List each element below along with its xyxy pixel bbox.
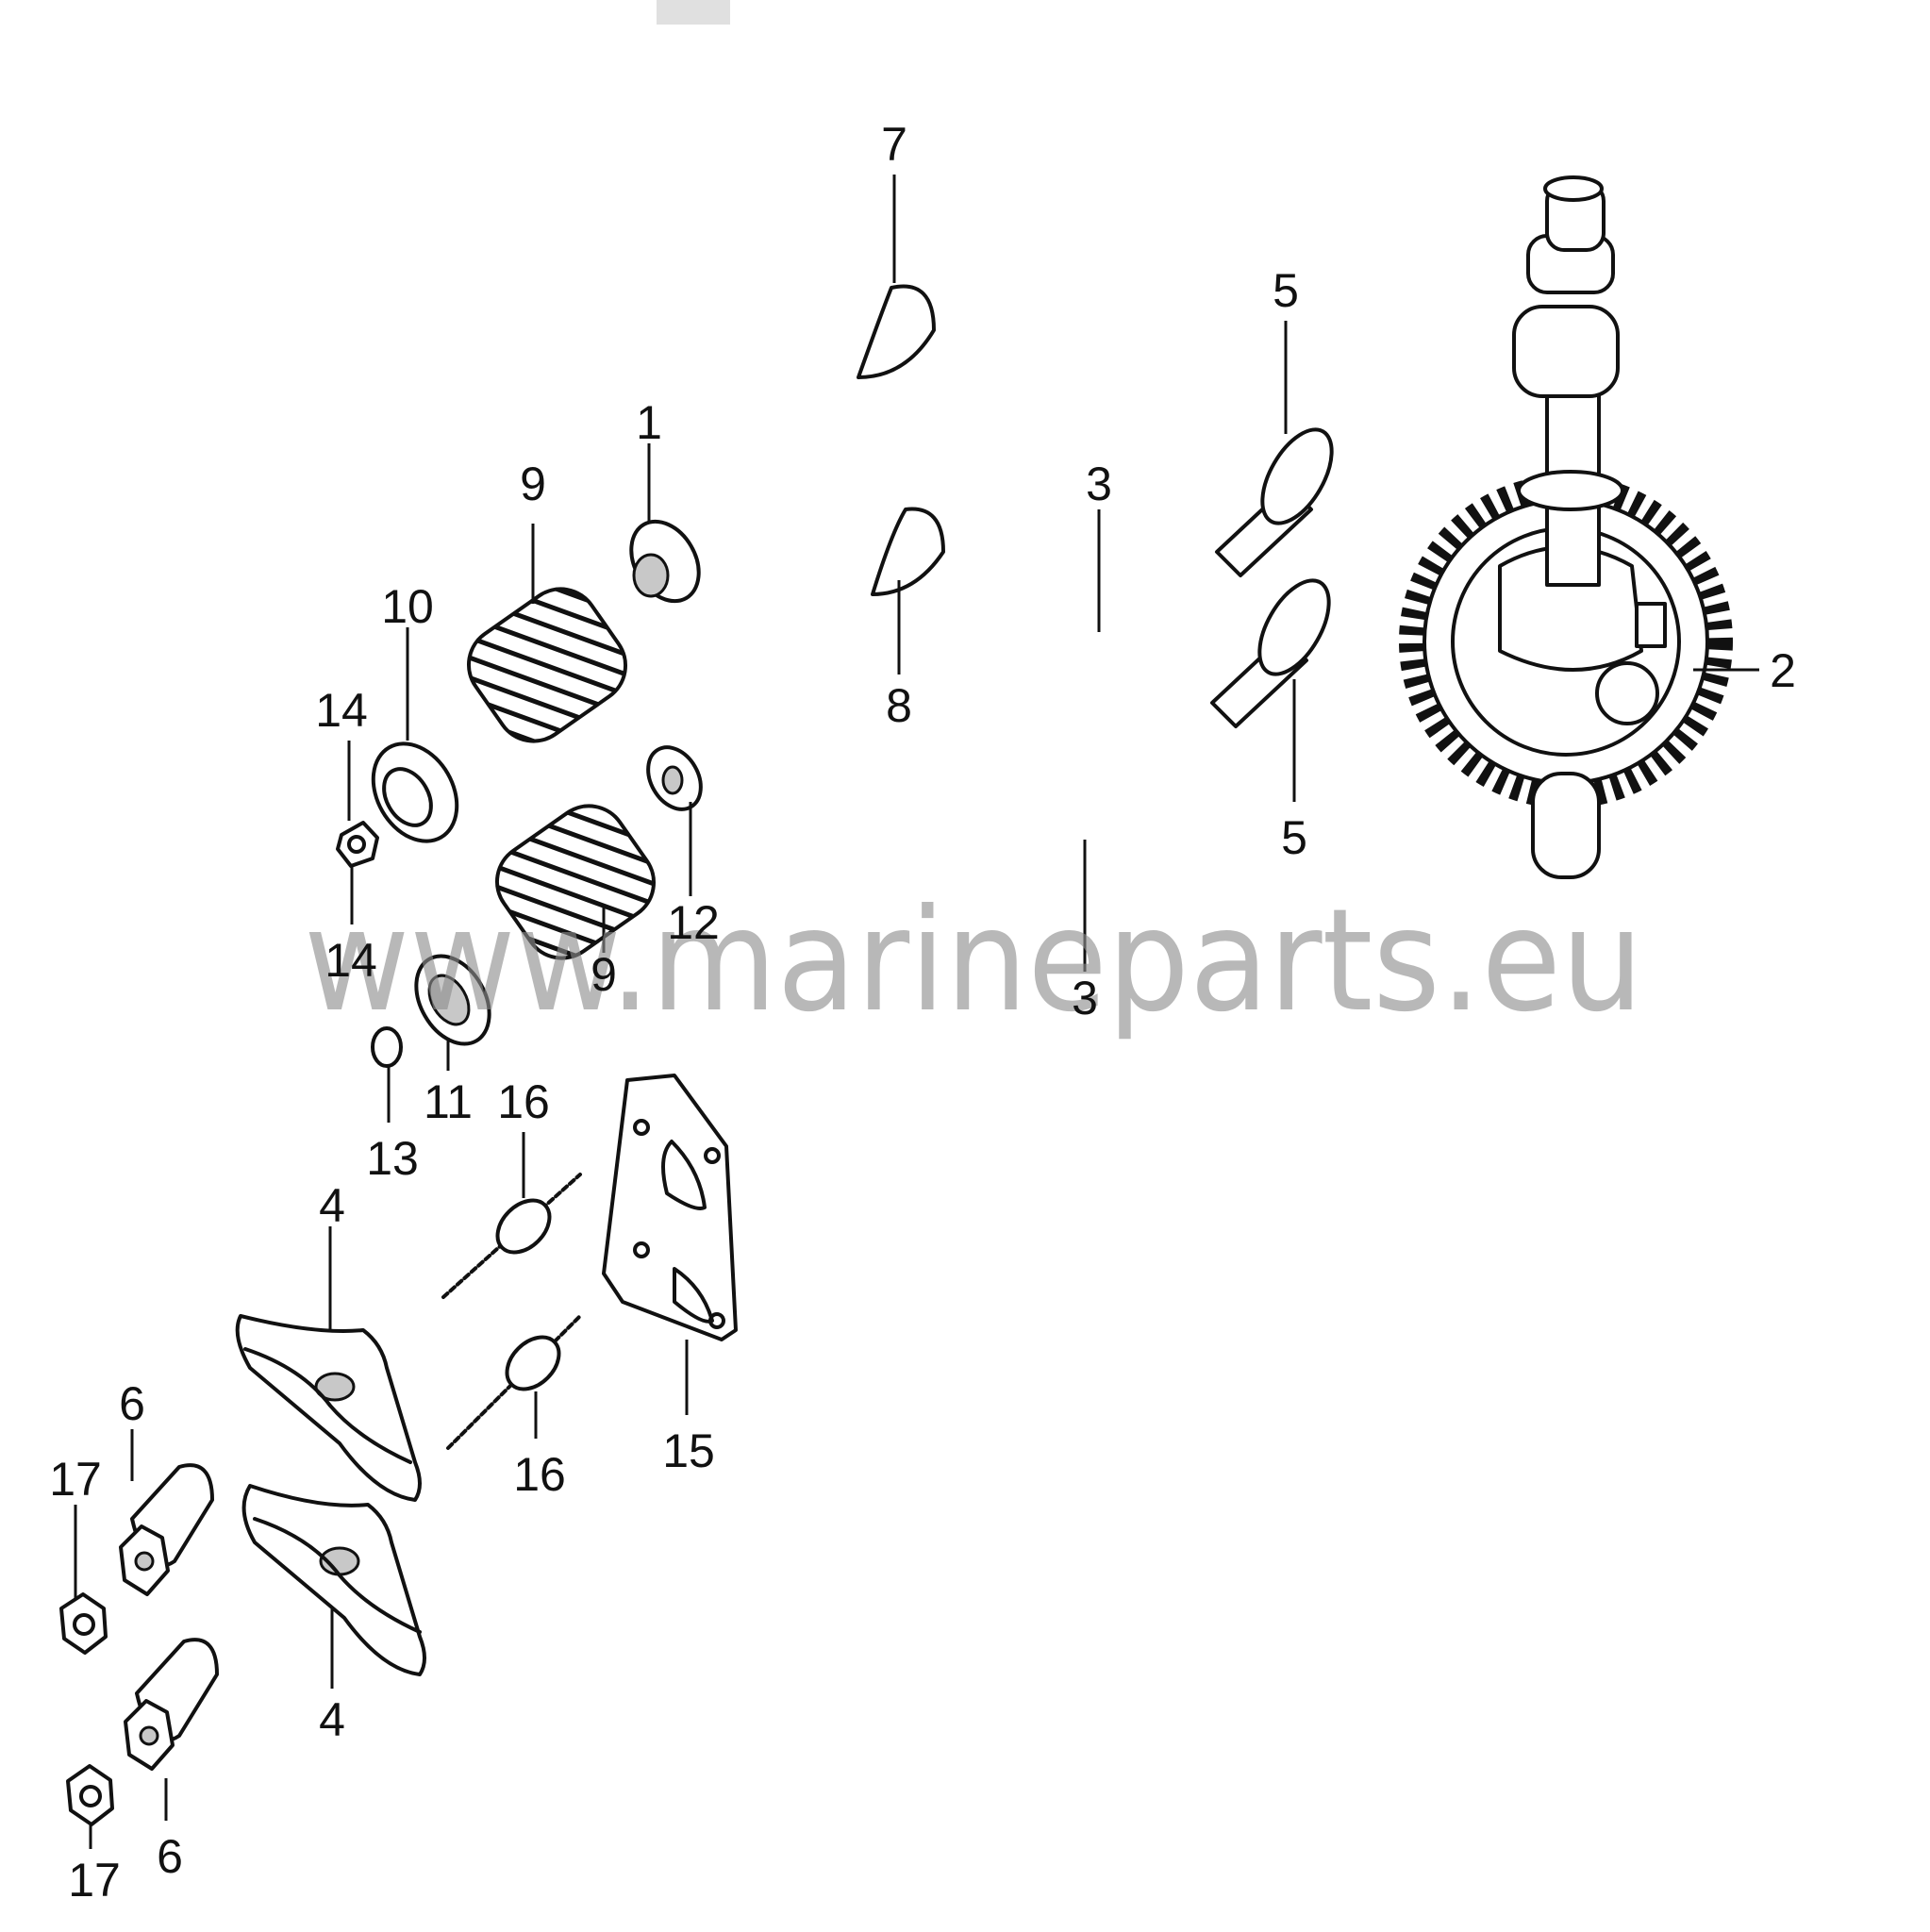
- lock-nut-upper: [59, 1592, 108, 1655]
- callout-4-upper: 4: [319, 1179, 345, 1232]
- camshaft-gear: [1399, 175, 1733, 879]
- callout-labels: 7 5 1 9 3 10 8 2 14 12 5 14 9 3 11 13 16…: [49, 118, 1796, 1907]
- cam-follower-lower: [1210, 578, 1331, 728]
- valve-spring-lower: [494, 804, 657, 960]
- callout-11: 11: [424, 1075, 473, 1128]
- callout-15: 15: [662, 1424, 715, 1477]
- callout-13: 13: [366, 1132, 419, 1185]
- callout-14-lower: 14: [324, 934, 377, 987]
- cam-follower-upper: [1215, 427, 1334, 577]
- valve-intake: [729, 507, 945, 724]
- callout-16-lower: 16: [513, 1448, 566, 1501]
- callout-2: 2: [1770, 644, 1796, 697]
- callout-9-lower: 9: [591, 948, 617, 1001]
- callout-12: 12: [667, 896, 720, 949]
- retainer-10: [371, 741, 459, 843]
- push-rod-guide-plate: [602, 1074, 738, 1341]
- nut-14: [336, 821, 379, 868]
- push-rod-upper: [769, 561, 1198, 986]
- callout-3-lower: 3: [1072, 972, 1098, 1024]
- pivot-nut-lower: [124, 1638, 219, 1771]
- pivot-nut-upper: [119, 1463, 214, 1596]
- callout-4-lower: 4: [319, 1693, 345, 1746]
- scan-artifact: [657, 0, 730, 25]
- valve-spring-upper: [466, 587, 628, 743]
- washer-12: [646, 745, 703, 811]
- callout-5-lower: 5: [1281, 811, 1307, 864]
- callout-5-upper: 5: [1273, 264, 1299, 317]
- spring-retainer-1: [629, 519, 701, 604]
- callout-6-lower: 6: [157, 1830, 183, 1883]
- callout-8: 8: [886, 679, 912, 732]
- callout-10: 10: [381, 580, 434, 633]
- lock-nut-lower: [66, 1764, 114, 1826]
- callout-16-upper: 16: [497, 1075, 550, 1128]
- callout-14-upper: 14: [315, 684, 368, 737]
- valve-exhaust: [710, 284, 936, 511]
- retainer-11: [414, 954, 491, 1046]
- clip-13: [371, 1026, 403, 1068]
- leader-lines: [74, 175, 1759, 1849]
- watermark-text: www.marineparts.eu: [304, 879, 1643, 1043]
- callout-6-upper: 6: [119, 1377, 145, 1430]
- callout-7: 7: [881, 118, 907, 171]
- callout-1: 1: [636, 396, 662, 449]
- stud-lower: [446, 1314, 582, 1450]
- callout-9-upper: 9: [520, 458, 546, 510]
- callout-17-upper: 17: [49, 1453, 102, 1506]
- rocker-arm-upper: [235, 1314, 422, 1502]
- callout-17-lower: 17: [68, 1854, 121, 1907]
- stud-upper: [441, 1173, 582, 1299]
- rocker-arm-lower: [241, 1484, 426, 1676]
- callout-3-upper: 3: [1086, 458, 1112, 510]
- push-rod-lower: [767, 710, 1195, 1132]
